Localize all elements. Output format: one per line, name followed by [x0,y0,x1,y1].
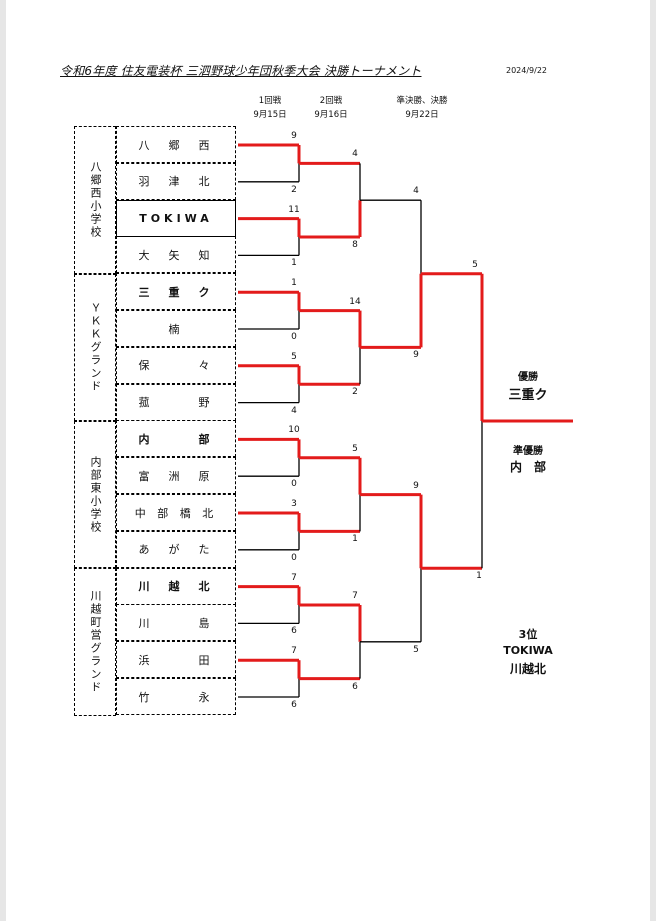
team-cell: 浜 田 [116,641,236,679]
round1-score: 5 [291,351,297,362]
venue-block: 内部東小学校 [74,421,116,568]
round2-date: 9月16日 [314,110,348,120]
champion-name: 三重ク [508,388,548,403]
round1-score: 0 [291,552,297,563]
round1-score: 11 [288,204,300,215]
venue-label: 川越町営グランド [89,590,102,694]
round1-score: 2 [291,184,297,195]
semifinal-score: 4 [413,186,419,197]
team-cell: 川 島 [116,604,236,642]
venue-block: 川越町営グランド [74,568,116,716]
round2-score: 4 [352,149,358,160]
round1-score: 1 [291,258,297,269]
champion-label: 優勝 [518,372,538,383]
round1-score: 4 [291,405,297,416]
team-cell: 大 矢 知 [116,236,236,274]
team-cell: 内 部 [116,420,236,458]
team-cell: 羽 津 北 [116,162,236,200]
final-score: 1 [476,571,482,582]
venue-label: 内部東小学校 [89,455,102,534]
round1-score: 6 [291,626,297,637]
runner-up-name: 内 部 [509,460,546,474]
round1-date: 9月15日 [253,110,287,120]
runner-up-label: 準優勝 [513,446,543,457]
team-cell: 川 越 北 [116,567,236,605]
venue-block: ＹＫＫグランド [74,274,116,421]
finals-date: 9月22日 [405,110,439,120]
team-cell: 保 々 [116,346,236,384]
round1-score: 0 [291,479,297,490]
finals-header: 準決勝、決勝 9月22日 [385,94,459,122]
team-cell: 竹 永 [116,678,236,715]
round1-header: 1回戦 9月15日 [246,94,294,122]
finals-name: 準決勝、決勝 [396,96,448,106]
semifinal-score: 5 [413,644,419,655]
round2-name: 2回戦 [319,96,343,106]
round2-score: 2 [352,387,358,398]
round2-score: 6 [352,681,358,692]
venue-block: 八郷西小学校 [74,126,116,274]
team-cell: 楠 [116,310,236,347]
round1-score: 1 [291,278,297,289]
round2-score: 1 [352,534,358,545]
venue-label: 八郷西小学校 [89,161,102,239]
round1-score: 0 [291,332,297,342]
document-date: 2024/9/22 [506,66,548,75]
round1-score: 7 [291,572,297,583]
round2-score: 14 [349,296,361,307]
team-cell: 八 郷 西 [116,126,236,163]
round1-score: 7 [291,646,297,657]
round2-score: 5 [352,443,358,454]
team-cell: 中 部 橋 北 [116,494,236,531]
round2-score: 7 [352,591,358,601]
venue-label: ＹＫＫグランド [89,302,102,393]
team-cell: 富 洲 原 [116,457,236,495]
final-score: 5 [472,259,478,270]
semifinal-score: 9 [413,350,419,361]
team-cell: あ が た [116,530,236,568]
page-title: 令和6年度 住友電装杯 三泗野球少年団秋季大会 決勝トーナメント [60,64,422,78]
left-page-edge [0,0,6,921]
round1-score: 9 [291,131,297,141]
team-cell: 三 重 ク [116,273,236,311]
round2-score: 8 [352,240,358,250]
team-cell: 菰 野 [116,383,236,421]
team-cell: TOKIWA [116,199,236,237]
round1-score: 10 [288,425,300,436]
round1-score: 3 [291,499,297,509]
right-page-edge [650,0,656,921]
round1-score: 6 [291,700,297,710]
third-place-label: 3位 [518,628,538,641]
third-place-team-2: 川越北 [509,662,546,676]
semifinal-score: 9 [413,480,419,491]
third-place-team-1: TOKIWA [503,644,553,657]
round2-header: 2回戦 9月16日 [307,94,355,122]
round1-name: 1回戦 [258,96,282,106]
